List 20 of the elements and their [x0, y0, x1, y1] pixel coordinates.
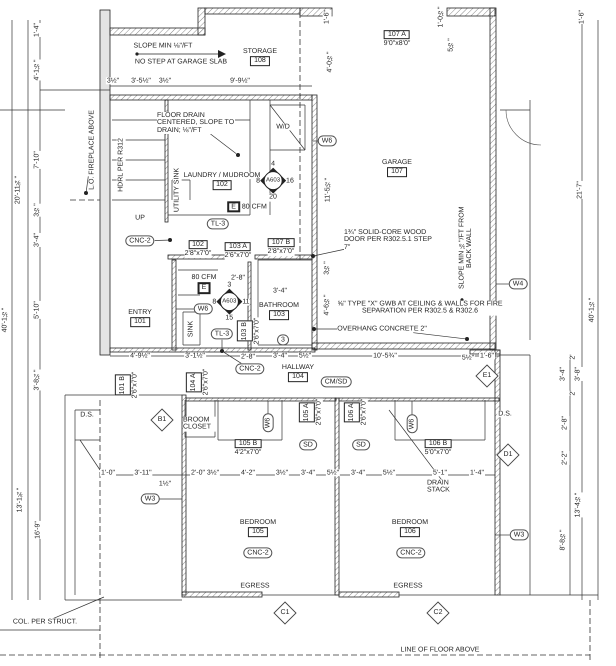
leader-line [53, 596, 104, 619]
leader-line [86, 176, 89, 192]
leader-dot [465, 337, 469, 341]
leader-line [176, 308, 194, 310]
leader-dot [312, 327, 316, 331]
leader-line [412, 332, 466, 340]
leader-dot [311, 254, 315, 258]
leader-line [154, 240, 168, 241]
leader-line [312, 140, 318, 142]
leader-line [388, 410, 442, 480]
leader-line [494, 534, 510, 536]
leader-line [314, 249, 344, 256]
leader-dot [168, 238, 172, 242]
leader-line [224, 352, 242, 364]
leader-line [158, 498, 182, 500]
leader-dot [84, 191, 88, 195]
leader-line [316, 328, 338, 330]
leader-dot [220, 349, 224, 353]
leader-line [210, 134, 236, 154]
leader-dot [236, 153, 240, 157]
